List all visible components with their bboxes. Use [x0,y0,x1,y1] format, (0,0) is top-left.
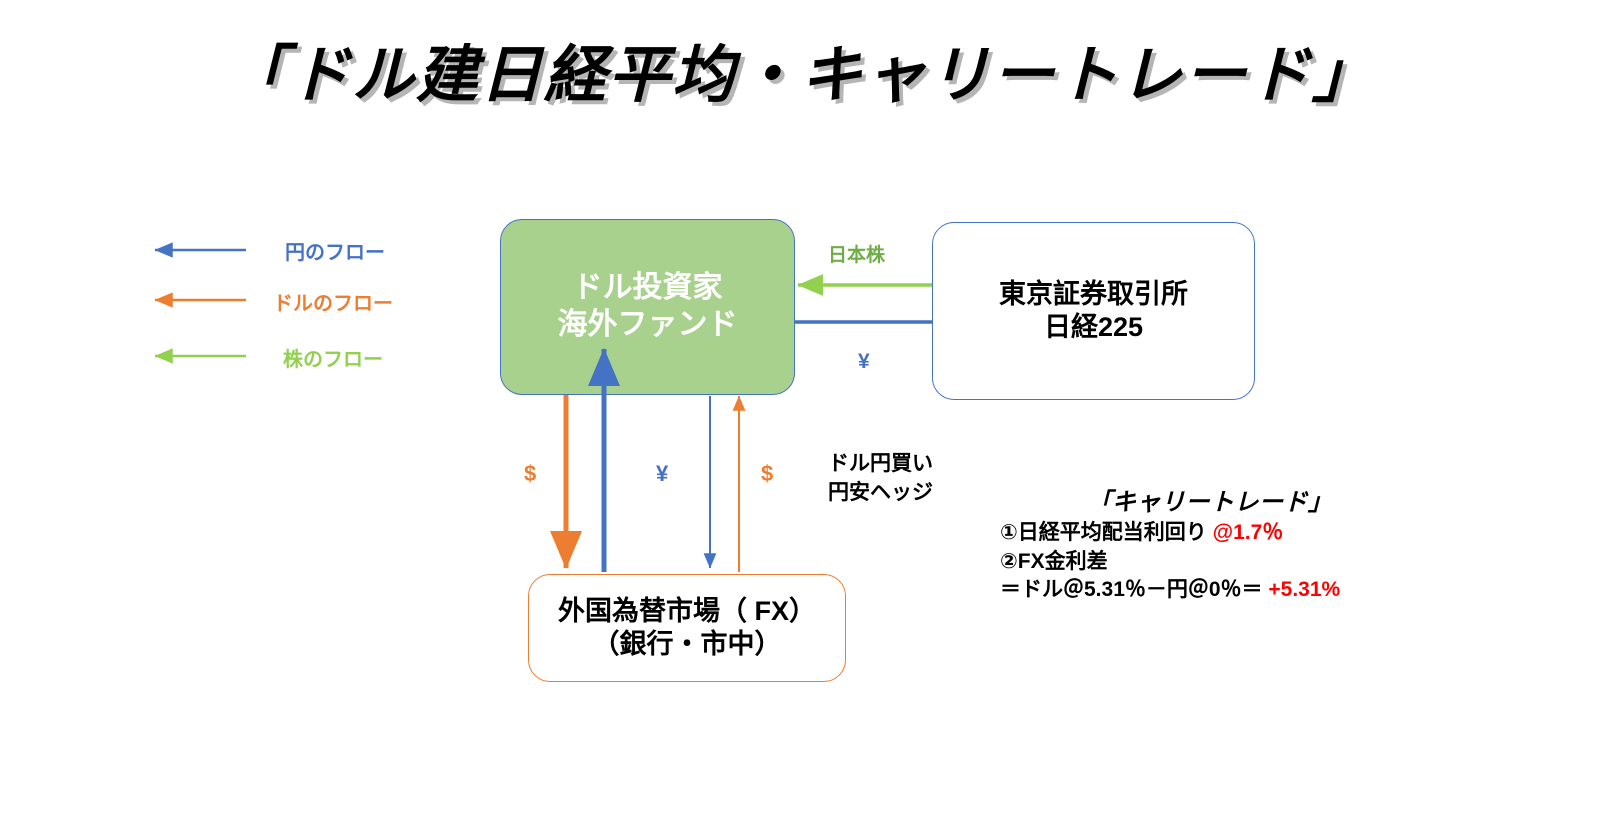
carry-trade-item-2: ②FX金利差 [1000,549,1108,573]
legend-label-yen-flow: 円のフロー [285,242,385,264]
carry-trade-item-1-label: ①日経平均配当利回り [1000,521,1213,544]
flow-label-japanese-stocks: 日本株 [828,245,886,266]
carry-trade-rate-spread: +5.31% [1268,578,1341,602]
node-tokyo-stock-exchange[interactable]: 東京証券取引所 日経225 [932,222,1255,400]
carry-trade-item-3-label: ＝ドル＠5.31％－円＠0％＝ [1000,578,1269,602]
carry-trade-note: 「キャリートレード」 ①日経平均配当利回り @1.7％ ②FX金利差 ＝ドル＠5… [1000,482,1420,605]
carry-trade-dividend-yield: @1.7％ [1212,521,1284,544]
carry-trade-heading: 「キャリートレード」 [1087,489,1333,516]
annotation-hedge-line2: 円安ヘッジ [828,480,933,504]
flow-label-yen-inbound: ¥ [656,461,669,486]
flow-label-yen-horizontal: ¥ [858,350,870,373]
legend-label-usd-flow: ドルのフロー [273,293,393,315]
annotation-hedge: ドル円買い 円安ヘッジ [828,450,933,508]
node-investor-line2: 海外ファンド [557,308,738,341]
node-exchange-line2: 日経225 [1043,312,1144,342]
node-fx-market[interactable]: 外国為替市場（ FX） （銀行・市中） [528,574,846,682]
flow-label-usd-outbound: $ [524,461,537,486]
carry-trade-item-1: ①日経平均配当利回り @1.7％ [1000,519,1420,548]
page-title: 「ドル建日経平均・キャリートレード」 [223,41,1376,110]
node-exchange-line1: 東京証券取引所 [999,279,1188,310]
node-fx-line2: （銀行・市中） [592,629,782,659]
legend-label-stock-flow: 株のフロー [283,349,383,371]
flow-label-usd-inbound: $ [761,461,774,486]
node-investor-line1: ドル投資家 [572,271,723,305]
node-fx-line1: 外国為替市場（ FX） [557,596,816,627]
annotation-hedge-line1: ドル円買い [828,452,933,475]
carry-trade-item-3: ＝ドル＠5.31％－円＠0％＝ +5.31% [1000,576,1420,605]
node-dollar-investor[interactable]: ドル投資家 海外ファンド [500,219,795,395]
